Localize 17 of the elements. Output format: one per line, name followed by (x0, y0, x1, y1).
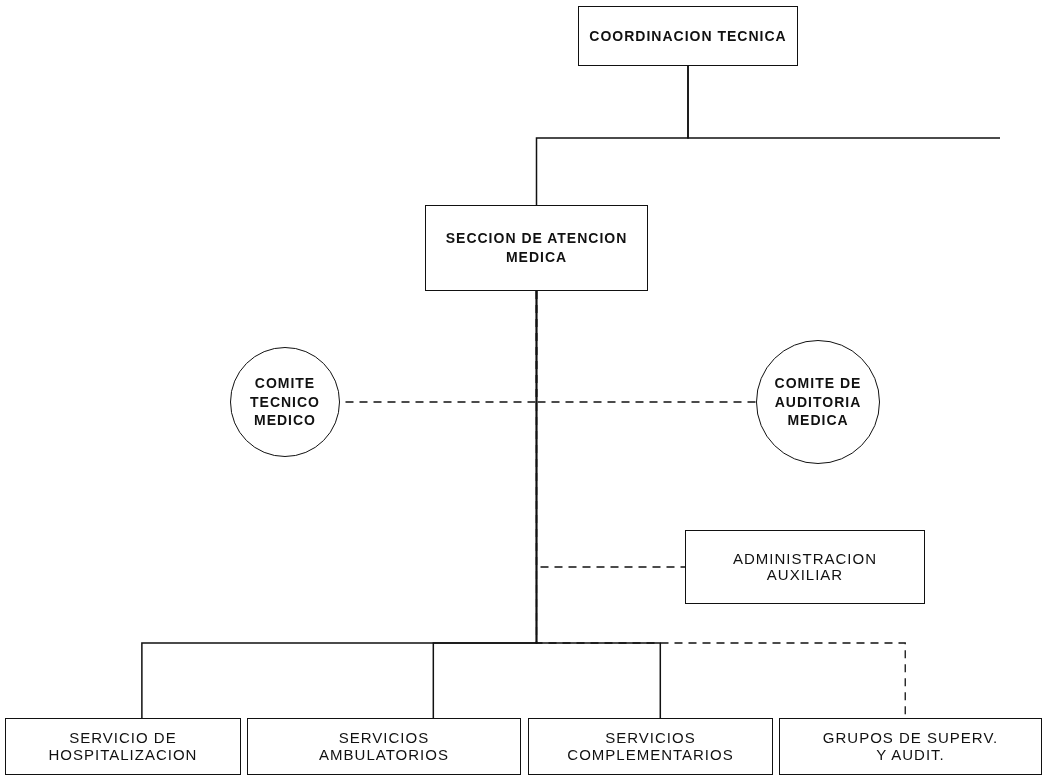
org-unit-box (425, 205, 648, 291)
org-unit-box (5, 718, 241, 775)
unit-name: COMITE DE AUDITORIA MEDICA (773, 373, 863, 431)
unit-name: COORDINACION TECNICA (589, 26, 787, 46)
unit-name: COMITE TECNICO MEDICO (249, 373, 321, 431)
org-unit-box (528, 718, 773, 775)
org-unit-box (685, 530, 925, 604)
unit-name: SECCION DE ATENCION MEDICA (444, 229, 629, 267)
unit-name: SERVICIOS COMPLEMENTARIOS (566, 730, 735, 763)
unit-name: SERVICIO DE HOSPITALIZACION (47, 730, 199, 763)
org-unit-box (578, 6, 798, 66)
unit-name: GRUPOS DE SUPERV. Y AUDIT. (821, 730, 1000, 763)
unit-name: SERVICIOS AMBULATORIOS (318, 730, 450, 763)
connector-line (687, 65, 1001, 139)
org-unit-box (779, 718, 1042, 775)
org-unit-box (247, 718, 521, 775)
unit-name: ADMINISTRACION AUXILIAR (732, 550, 878, 584)
